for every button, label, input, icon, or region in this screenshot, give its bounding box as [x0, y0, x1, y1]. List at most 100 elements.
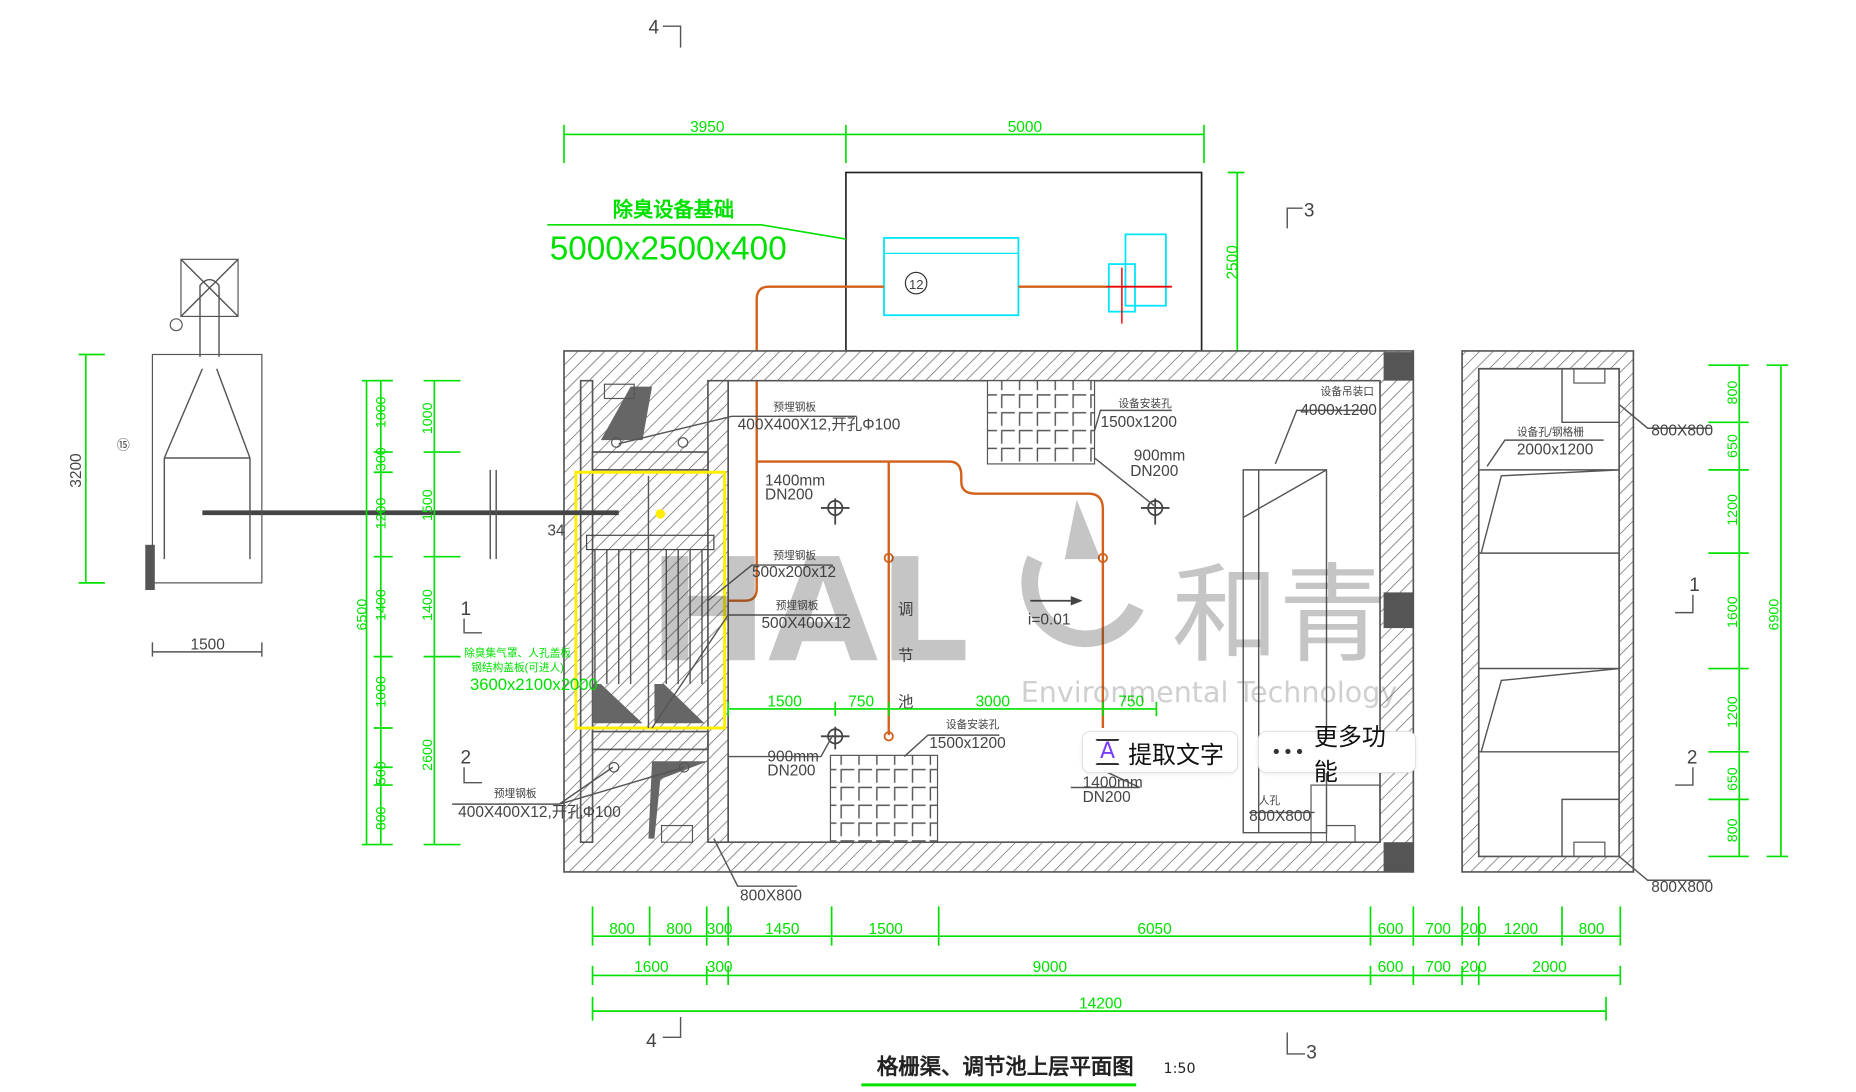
svg-text:700: 700	[1425, 921, 1451, 938]
svg-text:300: 300	[707, 921, 733, 938]
svg-text:1: 1	[1689, 575, 1700, 596]
svg-text:1200: 1200	[1725, 494, 1741, 526]
svg-text:3000: 3000	[976, 694, 1010, 711]
svg-text:750: 750	[1118, 694, 1144, 711]
right-tank: 设备孔/钢格栅 2000x1200 800X800 800X800	[1461, 350, 1713, 896]
svg-text:预埋钢板: 预埋钢板	[776, 599, 819, 612]
svg-text:钢结构盖板(可进人): 钢结构盖板(可进人)	[471, 661, 564, 674]
svg-text:800X800: 800X800	[1249, 808, 1311, 825]
svg-text:4: 4	[648, 17, 659, 38]
svg-text:4000x1200: 4000x1200	[1300, 402, 1376, 419]
svg-text:DN200: DN200	[1130, 463, 1178, 480]
regulating-tank: 34 调节池 i=0.01	[202, 350, 1415, 873]
svg-text:800: 800	[1725, 381, 1741, 405]
svg-text:1400mm: 1400mm	[765, 472, 825, 489]
svg-text:800X800: 800X800	[1651, 879, 1713, 896]
svg-text:1450: 1450	[765, 921, 799, 938]
svg-text:1500: 1500	[869, 921, 903, 938]
svg-text:1:50: 1:50	[1164, 1061, 1196, 1077]
svg-text:2000: 2000	[1532, 959, 1566, 976]
svg-text:1200: 1200	[1725, 696, 1741, 728]
install-hole-2	[829, 754, 939, 843]
svg-text:1400mm: 1400mm	[1083, 774, 1143, 791]
svg-text:1000: 1000	[374, 676, 390, 708]
svg-text:⑮: ⑮	[117, 438, 130, 453]
svg-text:400X400X12,开孔Φ100: 400X400X12,开孔Φ100	[458, 803, 621, 821]
svg-text:设备安装孔: 设备安装孔	[1118, 397, 1172, 410]
svg-text:1600: 1600	[634, 959, 668, 976]
svg-text:800: 800	[609, 921, 635, 938]
svg-text:12: 12	[909, 277, 924, 292]
svg-text:和青: 和青	[1172, 554, 1386, 678]
svg-text:200: 200	[1461, 921, 1487, 938]
svg-text:900mm: 900mm	[1134, 447, 1186, 464]
svg-text:600: 600	[1378, 959, 1404, 976]
grille-highlight	[574, 470, 727, 730]
svg-text:700: 700	[1425, 959, 1451, 976]
deodor-base: 除臭设备基础 5000x2500x400 12	[547, 171, 1203, 352]
svg-text:6050: 6050	[1137, 921, 1171, 938]
svg-text:3200: 3200	[68, 453, 85, 487]
svg-text:DN200: DN200	[765, 487, 813, 504]
svg-text:6500: 6500	[355, 599, 371, 631]
svg-text:设备孔/钢格栅: 设备孔/钢格栅	[1517, 425, 1584, 438]
svg-text:600: 600	[1378, 921, 1404, 938]
svg-text:650: 650	[1725, 767, 1741, 791]
svg-text:750: 750	[848, 694, 874, 711]
section-marks: 4 4 3 3 1 1 2 2	[461, 17, 1700, 1063]
svg-text:预埋钢板: 预埋钢板	[773, 549, 816, 562]
svg-text:2600: 2600	[420, 739, 436, 771]
svg-text:800: 800	[1725, 818, 1741, 842]
svg-text:1500: 1500	[767, 694, 801, 711]
svg-text:i=0.01: i=0.01	[1028, 612, 1071, 629]
svg-text:2: 2	[1687, 748, 1698, 769]
svg-text:800: 800	[374, 806, 390, 830]
svg-text:1000: 1000	[420, 402, 436, 434]
fan-unit	[1124, 233, 1167, 307]
svg-text:400X400X12,开孔Φ100: 400X400X12,开孔Φ100	[738, 415, 901, 433]
right-dimensions: 800 650 1200 1600 1200 650 800 6900	[1708, 364, 1789, 858]
svg-text:格栅渠、调节池上层平面图: 格栅渠、调节池上层平面图	[877, 1054, 1134, 1080]
svg-text:Environmental Technology: Environmental Technology	[1021, 676, 1398, 709]
svg-text:14200: 14200	[1079, 996, 1122, 1013]
svg-text:1500x1200: 1500x1200	[1100, 414, 1176, 431]
bottom-dimensions: 800 800 300 1450 1500 6050 600 700 200 1…	[591, 906, 1622, 1021]
install-hole-1	[986, 380, 1096, 465]
svg-text:DN200: DN200	[767, 763, 815, 780]
svg-text:3: 3	[1304, 200, 1315, 221]
svg-text:6900: 6900	[1767, 599, 1783, 631]
svg-text:调节池: 调节池	[896, 600, 914, 740]
svg-text:1600: 1600	[1725, 596, 1741, 628]
svg-text:设备安装孔: 设备安装孔	[946, 718, 1000, 731]
svg-text:1: 1	[461, 599, 472, 620]
text-scan-icon: A	[1095, 739, 1121, 765]
svg-text:4: 4	[646, 1031, 657, 1052]
svg-text:800: 800	[666, 921, 692, 938]
svg-text:34: 34	[547, 522, 565, 539]
svg-text:预埋钢板: 预埋钢板	[773, 400, 816, 413]
more-functions-button[interactable]: ••• 更多功能	[1258, 723, 1416, 786]
extract-text-label: 提取文字	[1128, 740, 1225, 769]
svg-text:500X400X12: 500X400X12	[761, 615, 850, 632]
svg-text:1200: 1200	[1504, 921, 1538, 938]
svg-text:9000: 9000	[1033, 959, 1067, 976]
svg-text:2: 2	[461, 748, 472, 769]
inner-dimensions: 1500 750 3000 750	[727, 694, 1158, 717]
svg-text:300: 300	[707, 959, 733, 976]
svg-text:1000: 1000	[374, 396, 390, 428]
svg-text:300: 300	[374, 447, 390, 471]
svg-text:1400: 1400	[374, 589, 390, 621]
watermark: HAL 和青 Environmental Technology	[648, 499, 1398, 709]
svg-text:1500: 1500	[420, 489, 436, 521]
more-functions-label: 更多功能	[1313, 723, 1386, 786]
svg-text:预埋钢板: 预埋钢板	[494, 787, 537, 800]
svg-text:500x200x12: 500x200x12	[752, 564, 836, 581]
left-dimensions: 6500 1000 300 1200 1400 1000 500 800 100…	[355, 379, 461, 846]
svg-text:5000x2500x400: 5000x2500x400	[550, 230, 787, 267]
svg-text:800X800: 800X800	[740, 887, 802, 904]
deodor-unit	[883, 237, 1020, 317]
ellipsis-icon: •••	[1271, 741, 1306, 763]
extract-text-button[interactable]: A 提取文字	[1082, 731, 1238, 773]
svg-text:5000: 5000	[1008, 119, 1042, 136]
